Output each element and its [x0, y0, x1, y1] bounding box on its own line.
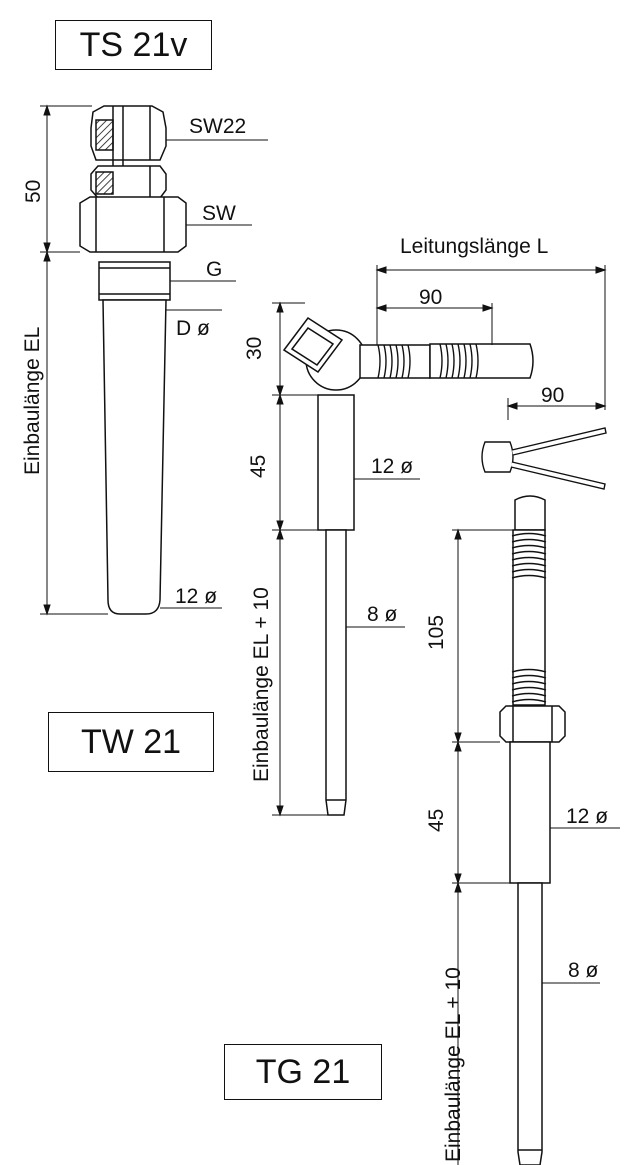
tg21-dim-45: 45: [425, 808, 448, 832]
tw21-dim-90-side: 90: [541, 384, 565, 407]
tw21-springs: [377, 343, 479, 379]
tw21-stem-8: [325, 529, 347, 816]
tg21-dia-12-label: 12 ø: [566, 805, 609, 828]
tg21-stem-12: [509, 741, 551, 884]
tg21-hex: [499, 705, 566, 743]
tg21-springs: [511, 532, 547, 703]
fitting-hatch-lower: [95, 171, 114, 195]
tw21-leitungslaenge: Leitungslänge L: [400, 235, 549, 258]
title-tg21: TG 21: [224, 1044, 382, 1100]
ts21v-sw22-label: SW22: [189, 115, 247, 138]
tw21-dimensions: [272, 265, 607, 817]
wire-detail: [481, 427, 607, 490]
ts21v-g-label: G: [206, 258, 223, 281]
tg21-sensor: [499, 495, 566, 1165]
ts21v-dimensions: [40, 104, 268, 616]
tg21-dim-105: 105: [425, 614, 448, 650]
ts21v-einbaulaenge: Einbaulänge EL: [21, 326, 44, 475]
hex-nut: [79, 196, 187, 253]
ts21v-sw-label: SW: [202, 202, 236, 225]
ts21v-dia-12-label: 12 ø: [175, 585, 218, 608]
tw21-dim-30: 30: [243, 336, 266, 360]
ts21v-sensor: [79, 105, 187, 615]
thread-g: [98, 261, 171, 301]
tw21-dia-12-label: 12 ø: [371, 455, 414, 478]
title-tw21: TW 21: [48, 712, 214, 772]
tg21-einbaulaenge: Einbaulänge EL + 10: [442, 967, 465, 1162]
thermowell: [102, 299, 167, 615]
fitting-hatch-left: [95, 119, 114, 151]
tw21-cable: [429, 343, 534, 379]
tw21-einbaulaenge: Einbaulänge EL + 10: [250, 587, 273, 782]
tw21-dia-8-label: 8 ø: [367, 603, 398, 626]
tg21-dia-8-label: 8 ø: [568, 959, 599, 982]
tg21-hose: [512, 529, 546, 706]
ts21v-d-dia-label: D ø: [176, 317, 210, 340]
tw21-stem-12: [317, 394, 355, 531]
tg21-cable-top: [514, 495, 546, 531]
tw21-dim-45: 45: [247, 454, 270, 478]
tw21-cable-body: [359, 344, 431, 379]
tg21-stem-8: [517, 882, 543, 1165]
tw21-dim-90-top: 90: [419, 286, 443, 309]
tg21-dimensions: [452, 528, 620, 1165]
title-ts21v: TS 21v: [55, 20, 212, 70]
tw21-sensor: [282, 316, 534, 816]
ts21v-dim-50: 50: [22, 179, 45, 203]
